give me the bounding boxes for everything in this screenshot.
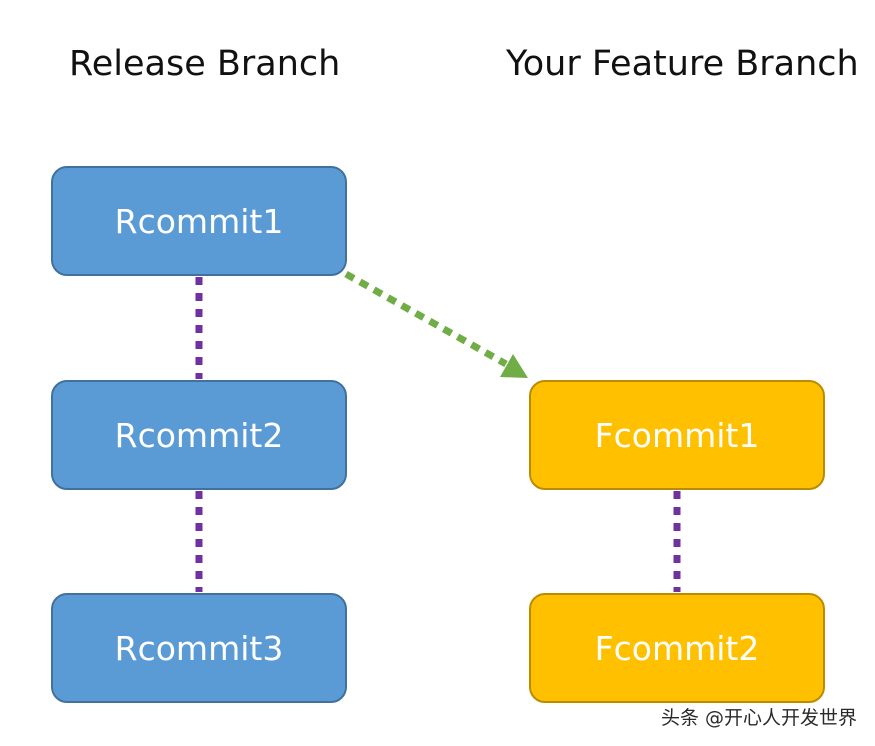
feature-branch-heading: Your Feature Branch: [506, 44, 859, 84]
watermark: 头条 @开心人开发世界: [660, 707, 857, 729]
rcommit1-node[interactable]: Rcommit1: [51, 166, 347, 276]
fcommit1-label: Fcommit1: [594, 415, 760, 455]
rcommit1-label: Rcommit1: [114, 201, 284, 241]
rcommit3-node[interactable]: Rcommit3: [51, 593, 347, 703]
rebase-arrow-shaft: [344, 270, 508, 368]
fcommit2-label: Fcommit2: [594, 628, 760, 668]
rcommit3-label: Rcommit3: [114, 628, 284, 668]
fcommit1-node[interactable]: Fcommit1: [529, 380, 825, 490]
rcommit2-node[interactable]: Rcommit2: [51, 380, 347, 490]
fcommit2-node[interactable]: Fcommit2: [529, 593, 825, 703]
release-branch-heading: Release Branch: [69, 44, 341, 84]
rebase-arrowhead: [500, 354, 528, 378]
rcommit2-label: Rcommit2: [114, 415, 284, 455]
